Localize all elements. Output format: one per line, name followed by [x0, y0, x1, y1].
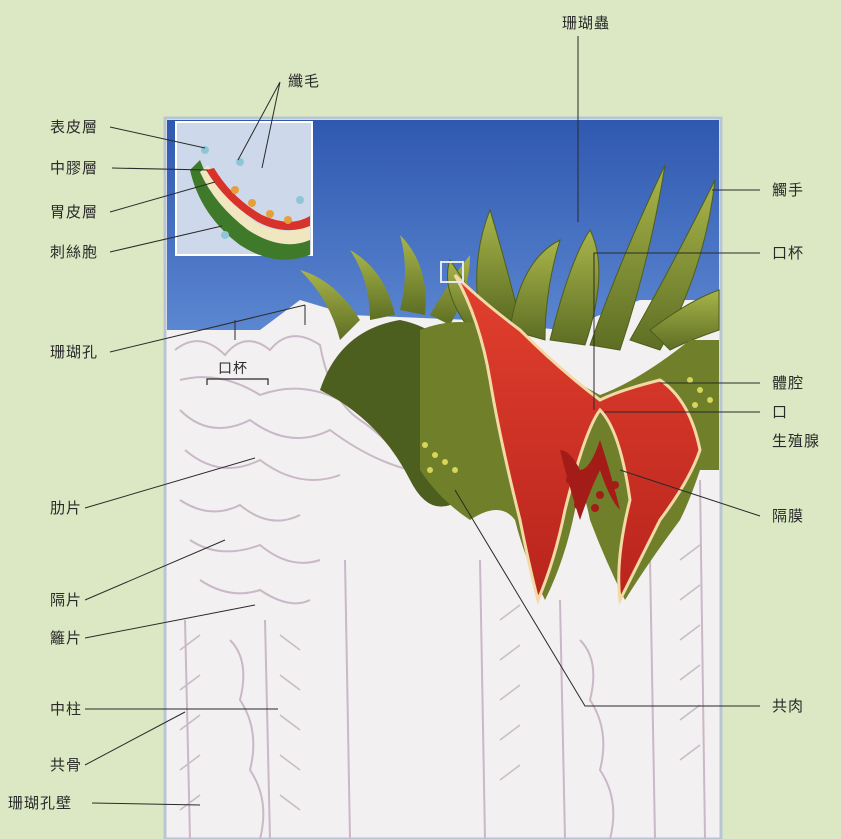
label-gastrodermis: 胃皮層 — [50, 203, 98, 221]
label-corallite-wall: 珊瑚孔壁 — [8, 794, 72, 812]
label-cilia: 纖毛 — [288, 72, 320, 90]
label-epidermis: 表皮層 — [50, 118, 98, 136]
label-gastric-cavity: 體腔 — [772, 374, 804, 392]
label-polyp: 珊瑚蟲 — [562, 14, 610, 32]
label-mesentery: 隔膜 — [772, 507, 804, 525]
label-septum: 隔片 — [50, 591, 82, 609]
label-mouth: 口 — [772, 403, 788, 421]
label-oral-disc-cup: 口杯 — [772, 244, 804, 262]
label-pali: 籬片 — [50, 629, 82, 647]
label-corallite: 珊瑚孔 — [50, 343, 98, 361]
label-tentacle: 觸手 — [772, 181, 804, 199]
label-coenosteum: 共骨 — [50, 756, 82, 774]
label-coenosarc: 共肉 — [772, 697, 804, 715]
label-nematocyst: 刺絲胞 — [50, 243, 98, 261]
label-costa: 肋片 — [50, 499, 82, 517]
label-calice: 口杯 — [218, 360, 248, 378]
label-mesoglea: 中膠層 — [50, 159, 98, 177]
label-gonad: 生殖腺 — [772, 432, 820, 450]
label-columella: 中柱 — [50, 700, 82, 718]
